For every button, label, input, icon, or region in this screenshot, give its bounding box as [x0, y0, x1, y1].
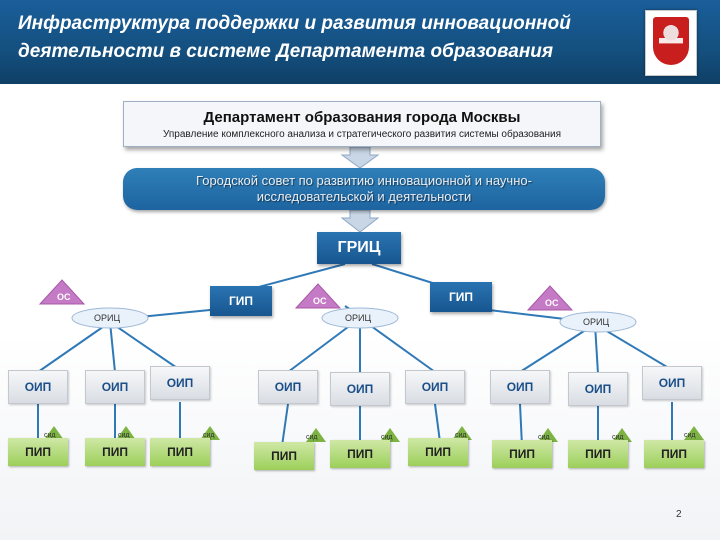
sid-triangle-7 — [538, 428, 558, 442]
oric-label-3: ОРИЦ — [583, 317, 610, 327]
sid-label-4: сид — [306, 434, 318, 441]
oip-box-7: ОИП — [490, 370, 550, 404]
department-title: Департамент образования города Москвы — [203, 108, 521, 126]
oip-box-4: ОИП — [258, 370, 318, 404]
city-council-box: Городской совет по развитию инновационно… — [123, 168, 605, 210]
department-box: Департамент образования города Москвы Уп… — [123, 101, 601, 147]
gric-box: ГРИЦ — [317, 232, 401, 264]
sid-label-1: сид — [44, 432, 56, 439]
sid-triangle-3 — [200, 426, 220, 440]
pip-box-1: ПИП — [8, 438, 68, 466]
rider-icon — [659, 25, 683, 51]
page-number: 2 — [676, 509, 682, 520]
os-label-1: ОС — [57, 292, 71, 302]
gip-box-right: ГИП — [430, 282, 492, 312]
sid-triangle-9 — [684, 426, 704, 440]
pip-box-2: ПИП — [85, 438, 145, 466]
pip-box-9: ПИП — [644, 440, 704, 468]
sid-label-8: сид — [612, 434, 624, 441]
os-triangle-3 — [526, 285, 574, 311]
oip-box-9: ОИП — [642, 366, 702, 400]
title-line-1: Инфраструктура поддержки и развития инно… — [18, 13, 571, 34]
arrow-down-2 — [340, 209, 380, 233]
sid-triangle-6 — [452, 426, 472, 440]
os-triangle-2 — [294, 283, 342, 309]
sid-triangle-1 — [44, 426, 64, 440]
pip-box-7: ПИП — [492, 440, 552, 468]
oip-box-1: ОИП — [8, 370, 68, 404]
oip-box-2: ОИП — [85, 370, 145, 404]
department-subtitle: Управление комплексного анализа и страте… — [162, 128, 562, 140]
moscow-coat-of-arms-icon — [645, 10, 697, 76]
oric-label-1: ОРИЦ — [94, 313, 121, 323]
council-line-2: исследовательской и деятельности — [256, 189, 472, 204]
oric-shape-3 — [559, 311, 637, 333]
council-line-1: Городской совет по развитию инновационно… — [196, 173, 532, 188]
sid-label-9: сид — [684, 432, 696, 439]
page-title: Инфраструктура поддержки и развития инно… — [18, 10, 618, 66]
sid-label-2: сид — [118, 432, 130, 439]
sid-triangle-5 — [380, 428, 400, 442]
os-label-2: ОС — [313, 296, 327, 306]
sid-label-3: сид — [203, 432, 215, 439]
oip-box-6: ОИП — [405, 370, 465, 404]
oip-box-3: ОИП — [150, 366, 210, 400]
oip-box-8: ОИП — [568, 372, 628, 406]
pip-box-3: ПИП — [150, 438, 210, 466]
oip-box-5: ОИП — [330, 372, 390, 406]
os-triangle-1 — [38, 279, 86, 305]
pip-box-8: ПИП — [568, 440, 628, 468]
sid-label-5: сид — [381, 434, 393, 441]
os-label-3: ОС — [545, 298, 559, 308]
oric-label-2: ОРИЦ — [345, 313, 372, 323]
pip-box-5: ПИП — [330, 440, 390, 468]
gip-box-left: ГИП — [210, 286, 272, 316]
sid-label-7: сид — [538, 434, 550, 441]
sid-triangle-4 — [306, 428, 326, 442]
pip-box-6: ПИП — [408, 438, 468, 466]
title-line-2: деятельности в системе Департамента обра… — [18, 41, 554, 62]
sid-label-6: сид — [455, 432, 467, 439]
sid-triangle-2 — [116, 426, 136, 440]
arrow-down-1 — [340, 146, 380, 169]
pip-box-4: ПИП — [254, 442, 314, 470]
header-bar: Инфраструктура поддержки и развития инно… — [0, 0, 720, 84]
sid-triangle-8 — [612, 428, 632, 442]
oric-shape-2 — [321, 307, 399, 329]
oric-shape-1 — [71, 307, 149, 329]
